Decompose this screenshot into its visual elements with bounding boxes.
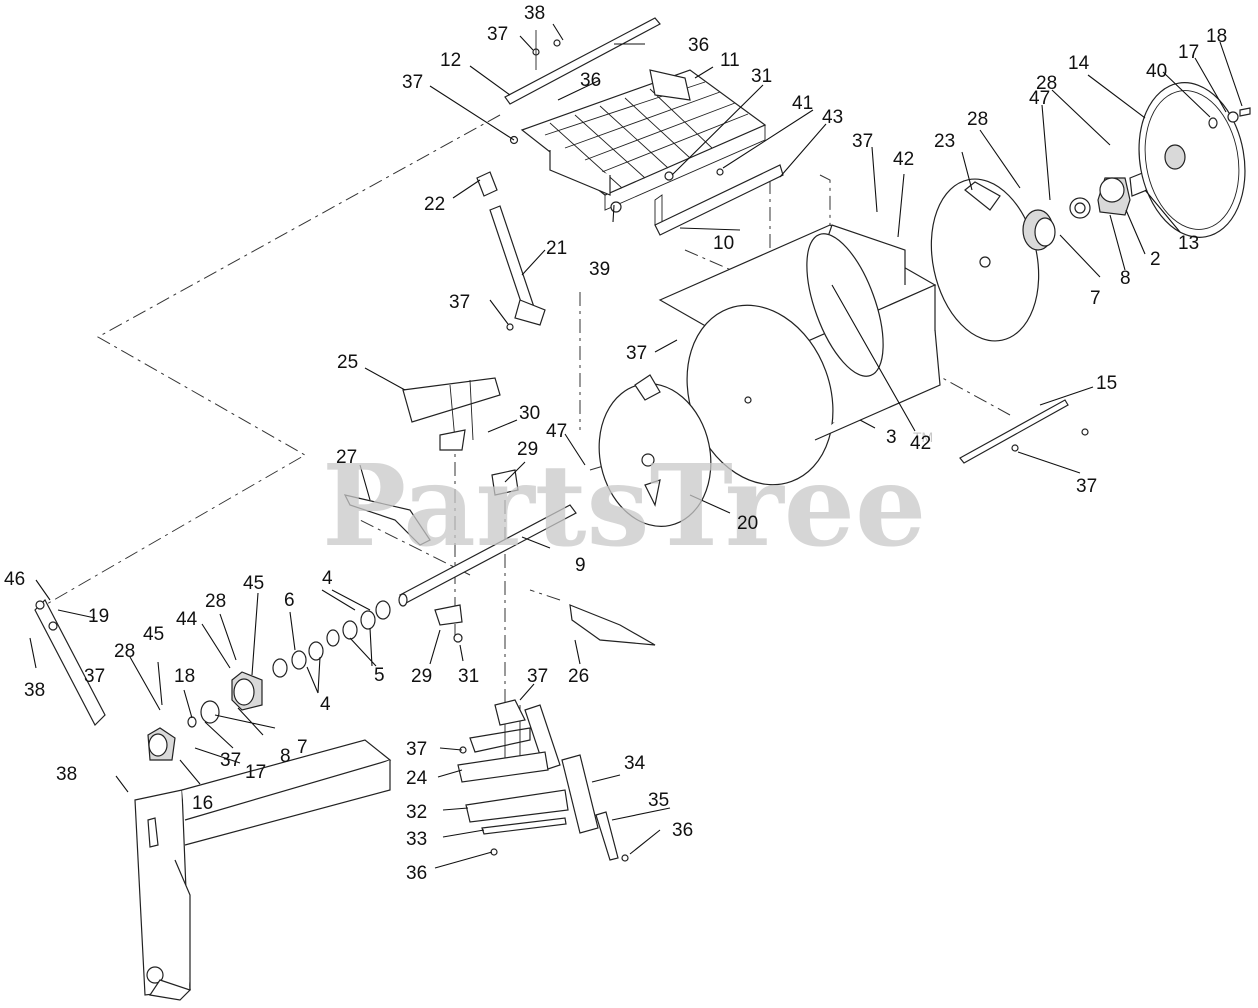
agitator-shaft <box>398 504 577 607</box>
callout-8-left: 8 <box>280 746 291 767</box>
callout-39: 39 <box>589 259 610 280</box>
callout-18-left: 18 <box>174 666 195 687</box>
callout-10: 10 <box>713 233 734 254</box>
callout-20: 20 <box>737 513 758 534</box>
callout-40: 40 <box>1146 61 1167 82</box>
callout-37-bracket: 37 <box>220 750 241 771</box>
callout-36-top: 36 <box>688 35 709 56</box>
callout-43: 43 <box>822 107 843 128</box>
rod-12 <box>504 17 661 105</box>
agitator-arms <box>343 377 656 646</box>
callout-33: 33 <box>406 829 427 850</box>
callout-37-lever: 37 <box>449 292 470 313</box>
callout-37-rod: 37 <box>1076 476 1097 497</box>
callout-24: 24 <box>406 768 428 789</box>
callout-12: 12 <box>440 50 461 71</box>
callout-45-left: 45 <box>143 624 164 645</box>
frame-post <box>134 739 392 1001</box>
callout-38-post: 38 <box>56 764 77 785</box>
callout-9: 9 <box>575 555 586 576</box>
bar-15 <box>959 399 1089 464</box>
callout-34: 34 <box>624 753 646 774</box>
callout-28-left: 28 <box>114 641 135 662</box>
callout-7-top: 7 <box>1090 288 1101 309</box>
callout-28-flange: 28 <box>967 109 988 130</box>
shaft-bearings <box>147 600 391 761</box>
callout-32: 32 <box>406 802 427 823</box>
callout-6: 6 <box>284 590 295 611</box>
callout-45-upper: 45 <box>243 573 264 594</box>
callout-13: 13 <box>1178 233 1199 254</box>
callout-35: 35 <box>648 790 669 811</box>
callout-8-top: 8 <box>1120 268 1131 289</box>
callout-29-upper: 29 <box>517 439 538 460</box>
callout-44: 44 <box>176 609 198 630</box>
callout-37-arm: 37 <box>84 666 105 687</box>
callout-4-upper: 4 <box>322 568 333 589</box>
callout-14: 14 <box>1068 53 1090 74</box>
callout-28-bearing: 28 <box>205 591 226 612</box>
callout-37-grate: 37 <box>402 72 423 93</box>
disk-23 <box>930 178 1040 342</box>
callout-15: 15 <box>1096 373 1117 394</box>
callout-5: 5 <box>374 665 385 686</box>
callout-31-lower: 31 <box>458 666 479 687</box>
bracket-10 <box>610 164 784 236</box>
callout-41: 41 <box>792 93 813 114</box>
callout-30: 30 <box>519 403 540 424</box>
watermark-text: PartsTree <box>322 441 926 572</box>
callout-36-lower: 36 <box>406 863 427 884</box>
lever-assembly <box>476 171 546 331</box>
callout-38-left: 38 <box>24 680 45 701</box>
callout-17-top: 17 <box>1178 42 1199 63</box>
callout-7-left: 7 <box>297 737 308 758</box>
callout-38-top: 38 <box>524 3 545 24</box>
callout-11: 11 <box>720 50 740 71</box>
leader-lines <box>29 23 1243 869</box>
watermark: PartsTree TM <box>322 429 933 572</box>
callout-2: 2 <box>1150 249 1161 270</box>
callout-47-top: 47 <box>1029 88 1050 109</box>
callout-36-grate: 36 <box>580 70 601 91</box>
callout-37-paddle: 37 <box>406 739 427 760</box>
callout-29-lower: 29 <box>411 666 432 687</box>
callout-labels: 38 37 12 36 11 37 36 31 41 43 37 42 23 2… <box>4 3 1227 884</box>
callout-22: 22 <box>424 194 445 215</box>
callout-25: 25 <box>337 352 358 373</box>
callout-36-bottom: 36 <box>672 820 693 841</box>
callout-42-mid: 42 <box>910 433 931 454</box>
grate-assembly <box>509 69 767 211</box>
callout-3: 3 <box>886 427 897 448</box>
callout-16: 16 <box>192 793 213 814</box>
callout-46: 46 <box>4 569 25 590</box>
callout-26: 26 <box>568 666 589 687</box>
callout-28-gear: 28 <box>1036 73 1057 94</box>
callout-37-agitator: 37 <box>527 666 548 687</box>
callout-17-left: 17 <box>245 762 266 783</box>
callout-27: 27 <box>336 447 357 468</box>
callout-37-drum: 37 <box>626 343 647 364</box>
lower-paddle <box>457 699 629 862</box>
callout-18-top: 18 <box>1206 26 1227 47</box>
watermark-trademark: TM <box>913 429 933 445</box>
disk-20 <box>598 374 712 527</box>
callout-21: 21 <box>546 238 567 259</box>
arm-19 <box>34 598 106 727</box>
callout-23: 23 <box>934 131 955 152</box>
callout-37-hopper: 37 <box>852 131 873 152</box>
callout-4-lower: 4 <box>320 694 331 715</box>
callout-37-top: 37 <box>487 24 508 45</box>
callout-47-mid: 47 <box>546 421 567 442</box>
callout-42-top: 42 <box>893 149 914 170</box>
gear-drive-parts <box>1022 82 1251 251</box>
callout-31-top: 31 <box>751 66 772 87</box>
callout-19: 19 <box>88 606 109 627</box>
